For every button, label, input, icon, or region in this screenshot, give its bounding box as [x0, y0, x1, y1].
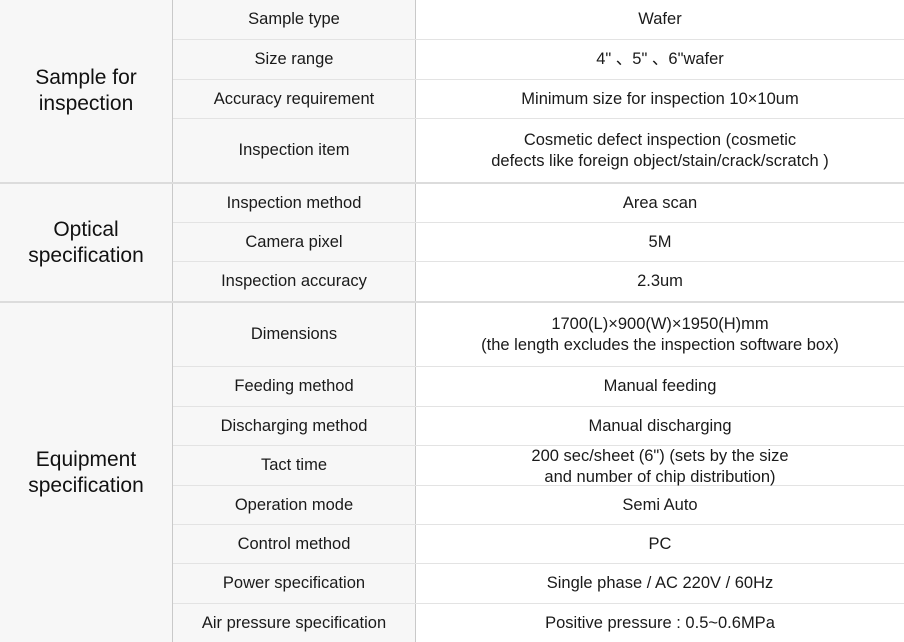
parameter-label-feeding-method: Feeding method [173, 367, 416, 406]
value-inspection-accuracy: 2.3um [416, 262, 904, 301]
value-control-method: PC [416, 525, 904, 563]
value-text: 200 sec/sheet (6") (sets by the size and… [531, 447, 789, 486]
section-optical-specification: Optical specification Inspection method … [0, 184, 904, 303]
group-label-sample-for-inspection: Sample for inspection [0, 0, 173, 182]
value-text: Manual feeding [603, 377, 717, 396]
value-accuracy-requirement: Minimum size for inspection 10×10um [416, 80, 904, 118]
value-sample-type: Wafer [416, 0, 904, 39]
table-row: Size range 4" 、5" 、6"wafer [173, 40, 904, 80]
parameter-label-discharging-method: Discharging method [173, 407, 416, 445]
table-row: Air pressure specification Positive pres… [173, 604, 904, 642]
value-air-pressure-specification: Positive pressure : 0.5~0.6MPa [416, 604, 904, 642]
value-text: Area scan [622, 193, 698, 212]
section-rows: Sample type Wafer Size range 4" 、5" 、6"w… [173, 0, 904, 182]
table-row: Operation mode Semi Auto [173, 486, 904, 525]
value-text: PC [648, 534, 672, 553]
parameter-label-size-range: Size range [173, 40, 416, 79]
value-text: 2.3um [637, 272, 683, 291]
value-feeding-method: Manual feeding [416, 367, 904, 406]
parameter-label-tact-time: Tact time [173, 446, 416, 485]
value-text: 5M [648, 232, 672, 251]
value-text: Positive pressure : 0.5~0.6MPa [545, 614, 775, 633]
section-equipment-specification: Equipment specification Dimensions 1700(… [0, 303, 904, 642]
value-camera-pixel: 5M [416, 223, 904, 261]
parameter-label-dimensions: Dimensions [173, 303, 416, 366]
value-inspection-item: Cosmetic defect inspection (cosmetic def… [416, 119, 904, 182]
group-label-equipment-specification: Equipment specification [0, 303, 173, 642]
parameter-label-control-method: Control method [173, 525, 416, 563]
value-discharging-method: Manual discharging [416, 407, 904, 445]
parameter-label-sample-type: Sample type [173, 0, 416, 39]
value-text: Semi Auto [622, 495, 698, 514]
parameter-label-inspection-item: Inspection item [173, 119, 416, 182]
group-label-optical-specification: Optical specification [0, 184, 173, 301]
value-text: Minimum size for inspection 10×10um [521, 89, 799, 108]
table-row: Power specification Single phase / AC 22… [173, 564, 904, 604]
value-size-range: 4" 、5" 、6"wafer [416, 40, 904, 79]
parameter-label-air-pressure-specification: Air pressure specification [173, 604, 416, 642]
value-dimensions: 1700(L)×900(W)×1950(H)mm (the length exc… [416, 303, 904, 366]
table-row: Discharging method Manual discharging [173, 407, 904, 446]
table-row: Inspection method Area scan [173, 184, 904, 223]
value-text: Wafer [638, 10, 682, 29]
table-row: Inspection item Cosmetic defect inspecti… [173, 119, 904, 182]
value-text: Single phase / AC 220V / 60Hz [546, 574, 774, 593]
value-text: 1700(L)×900(W)×1950(H)mm (the length exc… [481, 314, 839, 354]
table-row: Dimensions 1700(L)×900(W)×1950(H)mm (the… [173, 303, 904, 367]
section-rows: Dimensions 1700(L)×900(W)×1950(H)mm (the… [173, 303, 904, 642]
value-inspection-method: Area scan [416, 184, 904, 222]
value-power-specification: Single phase / AC 220V / 60Hz [416, 564, 904, 603]
section-sample-for-inspection: Sample for inspection Sample type Wafer … [0, 0, 904, 184]
section-rows: Inspection method Area scan Camera pixel… [173, 184, 904, 301]
table-row: Tact time 200 sec/sheet (6") (sets by th… [173, 446, 904, 486]
parameter-label-inspection-accuracy: Inspection accuracy [173, 262, 416, 301]
value-text: Cosmetic defect inspection (cosmetic def… [491, 130, 829, 170]
parameter-label-camera-pixel: Camera pixel [173, 223, 416, 261]
value-operation-mode: Semi Auto [416, 486, 904, 524]
table-row: Camera pixel 5M [173, 223, 904, 262]
table-row: Inspection accuracy 2.3um [173, 262, 904, 301]
parameter-label-accuracy-requirement: Accuracy requirement [173, 80, 416, 118]
value-text: Manual discharging [588, 416, 732, 435]
table-row: Sample type Wafer [173, 0, 904, 40]
parameter-label-operation-mode: Operation mode [173, 486, 416, 524]
value-tact-time: 200 sec/sheet (6") (sets by the size and… [416, 446, 904, 486]
table-row: Feeding method Manual feeding [173, 367, 904, 407]
value-text: 4" 、5" 、6"wafer [596, 50, 724, 69]
table-row: Accuracy requirement Minimum size for in… [173, 80, 904, 119]
parameter-label-inspection-method: Inspection method [173, 184, 416, 222]
table-row: Control method PC [173, 525, 904, 564]
parameter-label-power-specification: Power specification [173, 564, 416, 603]
